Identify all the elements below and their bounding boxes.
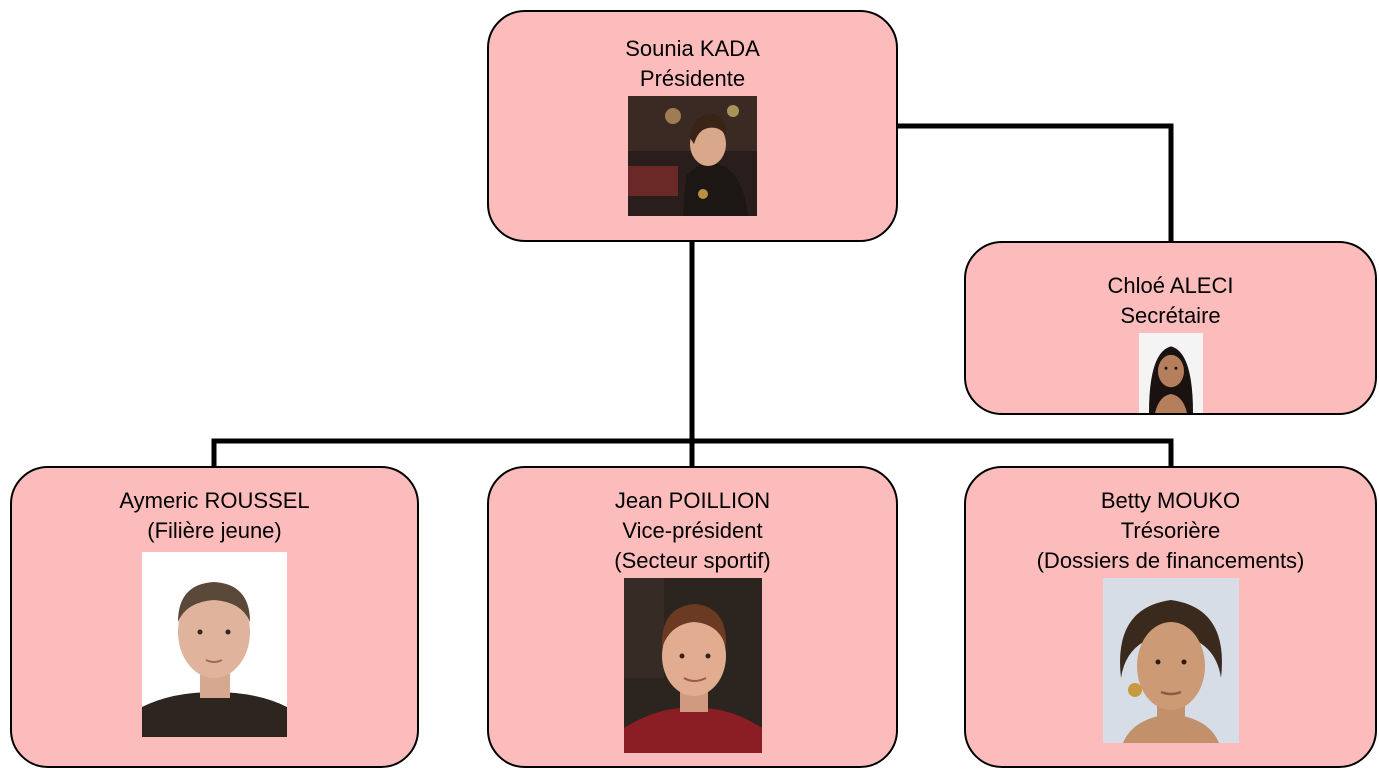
member-role: Secrétaire [1120, 303, 1221, 328]
member-name: Aymeric ROUSSEL [119, 488, 310, 513]
member-detail: (Secteur sportif) [614, 548, 771, 573]
org-box-president: Sounia KADA Présidente [487, 10, 898, 242]
org-box-roussel: Aymeric ROUSSEL (Filière jeune) [10, 466, 419, 768]
member-name: Betty MOUKO [1100, 488, 1241, 513]
member-detail: (Dossiers de financements) [1036, 548, 1305, 573]
portrait-photo-kada [628, 96, 757, 216]
connector-president-to-secretary [895, 123, 1174, 244]
org-box-treasurer: Betty MOUKO Trésorière (Dossiers de fina… [964, 466, 1377, 768]
member-role: Présidente [639, 66, 746, 91]
member-role: Vice-président [622, 518, 763, 543]
member-role: Trésorière [1120, 518, 1221, 543]
org-box-vice-president: Jean POILLION Vice-président (Secteur sp… [487, 466, 898, 768]
member-name: Jean POILLION [614, 488, 771, 513]
portrait-photo-poillon [623, 578, 762, 753]
org-box-secretary: Chloé ALECI Secrétaire [964, 241, 1377, 415]
portrait-photo-mouko [1102, 578, 1239, 743]
portrait-photo-roussel [142, 552, 287, 737]
member-name: Sounia KADA [625, 36, 760, 61]
member-detail: (Filière jeune) [147, 518, 282, 543]
portrait-photo-aleci [1138, 333, 1203, 413]
member-name: Chloé ALECI [1107, 273, 1234, 298]
